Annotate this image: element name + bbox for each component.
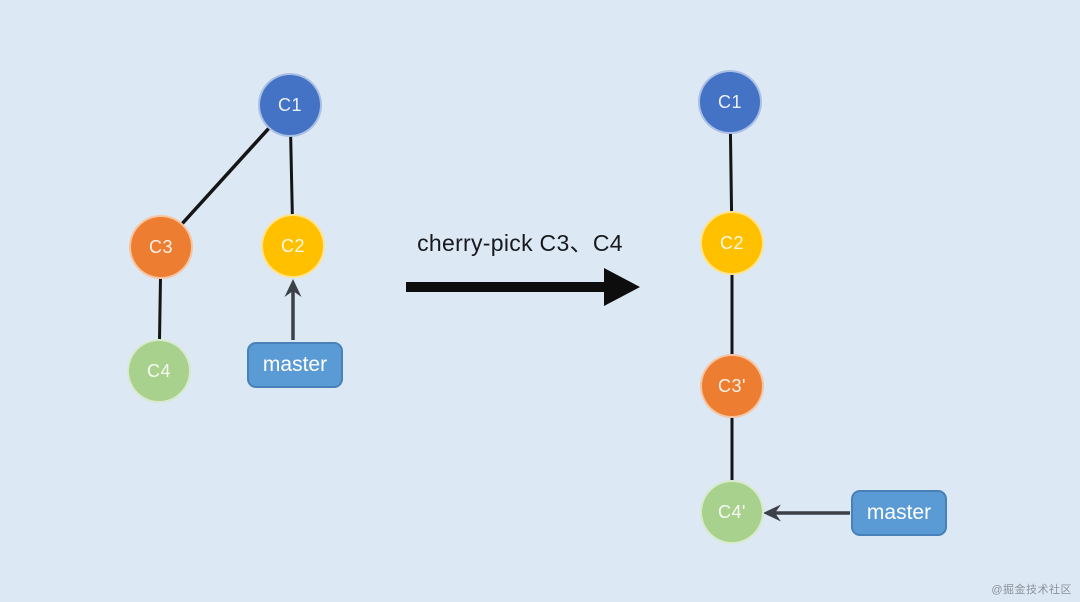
commit-node-c3prime-right: C3' — [700, 354, 764, 418]
commit-node-c2-right: C2 — [700, 211, 764, 275]
commit-label: C4 — [146, 360, 171, 381]
branch-label-master-right: master — [851, 490, 947, 536]
commit-label: C3 — [148, 236, 173, 257]
commit-node-c4prime-right: C4' — [700, 480, 764, 544]
watermark: @掘金技术社区 — [991, 584, 1072, 596]
commit-label: C3' — [718, 375, 746, 396]
commit-node-c1-right: C1 — [698, 70, 762, 134]
commit-node-c2-left: C2 — [261, 214, 325, 278]
commit-label: C2 — [719, 232, 744, 253]
arrowhead-up-icon — [284, 279, 302, 297]
branch-label-text: master — [262, 353, 328, 376]
arrowhead-left-icon — [763, 504, 781, 522]
commit-label: C4' — [718, 501, 746, 522]
branch-label-text: master — [866, 501, 932, 524]
commit-label: C1 — [717, 91, 742, 112]
branch-label-master-left: master — [247, 342, 343, 388]
transform-caption: cherry-pick C3、C4 — [417, 230, 623, 256]
commit-node-c1-left: C1 — [258, 73, 322, 137]
commit-label: C2 — [280, 235, 305, 256]
transform-arrowhead-right-icon — [604, 268, 640, 306]
commit-node-c3-left: C3 — [129, 215, 193, 279]
commit-label: C1 — [277, 94, 302, 115]
commit-node-c4-left: C4 — [127, 339, 191, 403]
